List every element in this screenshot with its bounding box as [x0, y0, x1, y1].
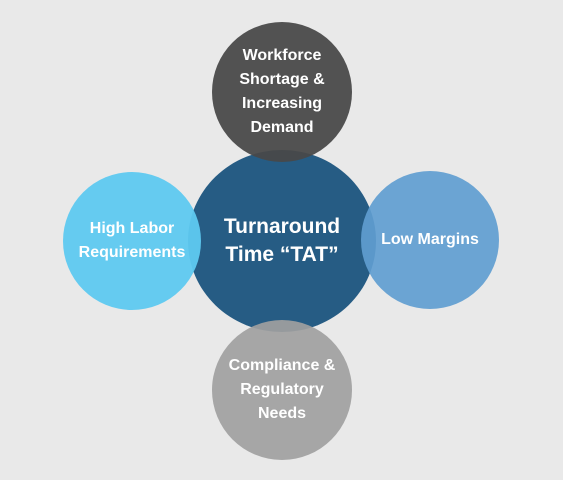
center-circle-turnaround-time: Turnaround Time “TAT”: [188, 150, 376, 332]
circle-workforce-shortage: Workforce Shortage & Increasing Demand: [212, 22, 352, 162]
circle-high-labor-requirements: High Labor Requirements: [63, 172, 201, 310]
center-label: Turnaround Time “TAT”: [223, 215, 341, 266]
bottom-label: Compliance & Regulatory Needs: [228, 357, 336, 422]
right-label: Low Margins: [381, 231, 479, 248]
circle-low-margins: Low Margins: [361, 171, 499, 309]
left-label: High Labor Requirements: [78, 220, 186, 261]
top-label: Workforce Shortage & Increasing Demand: [239, 47, 325, 136]
circle-compliance-regulatory: Compliance & Regulatory Needs: [212, 320, 352, 460]
